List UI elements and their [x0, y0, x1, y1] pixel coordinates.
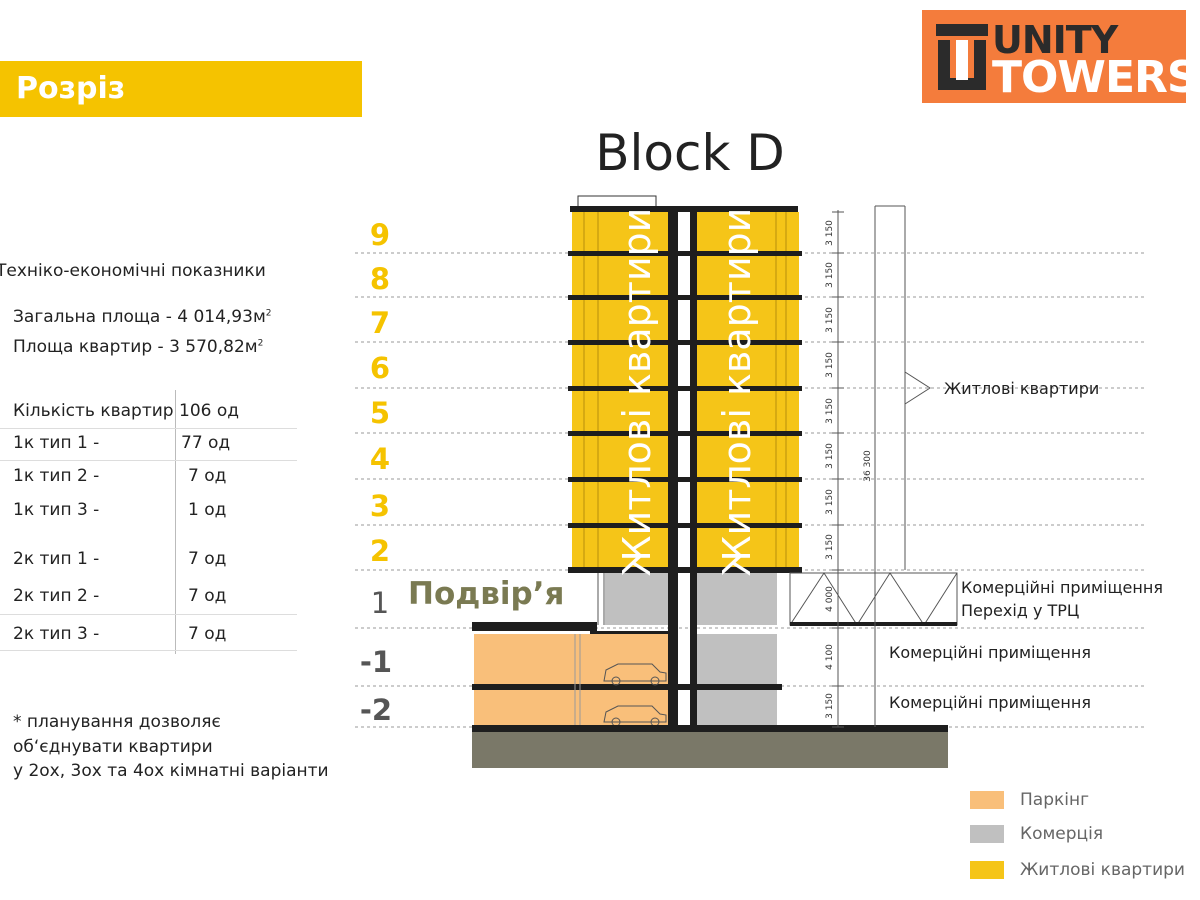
floor-number: 5: [369, 396, 391, 430]
dim-value: 4 000: [825, 586, 835, 612]
logo-word-towers: TOWERS: [992, 52, 1199, 103]
table-cell-count: 106 од: [179, 401, 240, 421]
logo-word-unity: UNITY: [992, 18, 1118, 62]
table-row: 2к тип 3 -: [13, 624, 100, 644]
dim-value: 3 150: [825, 534, 835, 560]
floor-number: 4: [369, 442, 391, 476]
dim-value: 3 150: [825, 307, 835, 333]
apartments-area: Площа квартир - 3 570,82м2: [13, 337, 264, 357]
bridge-slab: [790, 622, 957, 626]
logo-monogram-icon: [936, 24, 988, 90]
table-cell-count: 1 од: [188, 500, 227, 520]
dimension-values: 3 150 3 150 3 150 3 150 3 150 3 150 3 15…: [825, 220, 873, 719]
table-row: 1к тип 3 -: [13, 500, 100, 520]
floor-number: 2: [369, 534, 391, 568]
table-row: 1к тип 1 -: [13, 433, 100, 453]
commercial-zone: [697, 634, 777, 684]
dim-value: 3 150: [825, 443, 835, 469]
commercial-zone: [697, 690, 777, 725]
commercial-zone: [697, 573, 777, 625]
note-line: у 2ох, 3ох та 4ох кімнатні варіанти: [13, 761, 329, 781]
dim-value: 4 100: [825, 644, 835, 670]
table-rule: [0, 650, 297, 651]
table-cell-count: 7 од: [188, 624, 227, 644]
dim-value: 3 150: [825, 693, 835, 719]
table-row: 2к тип 2 -: [13, 586, 100, 606]
section-banner: Розріз: [0, 61, 362, 117]
table-row: 2к тип 1 -: [13, 549, 100, 569]
legend-label: Житлові квартири: [1020, 860, 1185, 880]
legend-swatch-residential: [970, 861, 1004, 879]
dimension-lines: [832, 205, 931, 728]
floor-number: 8: [369, 262, 391, 296]
core-wall: [668, 212, 678, 572]
floor-number: -1: [359, 645, 393, 679]
car-icon: [603, 663, 667, 686]
legend-label: Комерція: [1020, 824, 1104, 844]
bridge-truss: [789, 572, 958, 626]
table-cell-count: 7 од: [188, 466, 227, 486]
zone-label-commercial: Комерційні приміщення: [889, 693, 1091, 712]
commercial-zone: [605, 573, 668, 625]
table-cell-count: 7 од: [188, 549, 227, 569]
legend-swatch-commercial: [970, 825, 1004, 843]
dim-value: 3 150: [825, 262, 835, 288]
floor-number: 7: [369, 306, 391, 340]
table-rule: [0, 428, 297, 429]
legend-label: Паркінг: [1020, 790, 1090, 810]
unity-towers-logo: UNITY TOWERS: [922, 10, 1199, 103]
dim-value: 3 150: [825, 398, 835, 424]
floor-number: 1: [370, 586, 390, 620]
dim-value: 3 150: [825, 352, 835, 378]
podium-slab: [590, 631, 670, 634]
note-line: * планування дозволяє: [13, 712, 221, 732]
zone-label-commercial: Комерційні приміщення: [889, 643, 1091, 662]
total-height-value: 36 300: [863, 450, 873, 482]
zone-label-transition: Перехід у ТРЦ: [961, 601, 1080, 620]
floor-number: 6: [369, 351, 391, 385]
floor-number: 3: [369, 489, 391, 523]
table-rule: [0, 460, 297, 461]
residential-vertical-label-right: Житлові квартири: [715, 208, 759, 577]
indicators-title: Техніко-економічні показники: [0, 261, 266, 281]
floor-number: -2: [359, 693, 393, 727]
zone-label-commercial: Комерційні приміщення: [961, 578, 1163, 597]
parking-zone: [474, 634, 668, 684]
table-row: 1к тип 2 -: [13, 466, 100, 486]
zone-label-residential: Житлові квартири: [944, 379, 1100, 398]
table-cell-count: 77 од: [181, 433, 231, 453]
legend-swatch-parking: [970, 791, 1004, 809]
dim-value: 3 150: [825, 489, 835, 515]
residential-zone-right: [697, 212, 799, 572]
parking-zone: [474, 690, 668, 725]
core-wall: [690, 212, 697, 572]
ground: [472, 732, 948, 768]
table-divider: [175, 390, 176, 654]
residential-zone-left: [572, 212, 668, 572]
dim-value: 3 150: [825, 220, 835, 246]
roof-slab: [570, 206, 798, 212]
note-line: об‘єднувати квартири: [13, 737, 213, 757]
courtyard-label: Подвір’я: [408, 576, 565, 612]
floor-slabs: [568, 251, 802, 573]
core-wall: [690, 573, 697, 727]
section-title: Розріз: [16, 71, 126, 106]
podium-slab: [472, 622, 597, 631]
table-row: Кількість квартир: [13, 401, 174, 421]
floor-number: 9: [369, 218, 391, 252]
block-title: Block D: [595, 124, 785, 182]
table-cell-count: 7 од: [188, 586, 227, 606]
residential-vertical-label-left: Житлові квартири: [615, 208, 659, 577]
core-wall: [668, 573, 678, 727]
window-lines: [583, 212, 787, 572]
table-rule: [0, 614, 297, 615]
total-area: Загальна площа - 4 014,93м2: [13, 307, 272, 327]
foundation-slab: [472, 725, 948, 732]
floor-slab: [472, 684, 782, 690]
